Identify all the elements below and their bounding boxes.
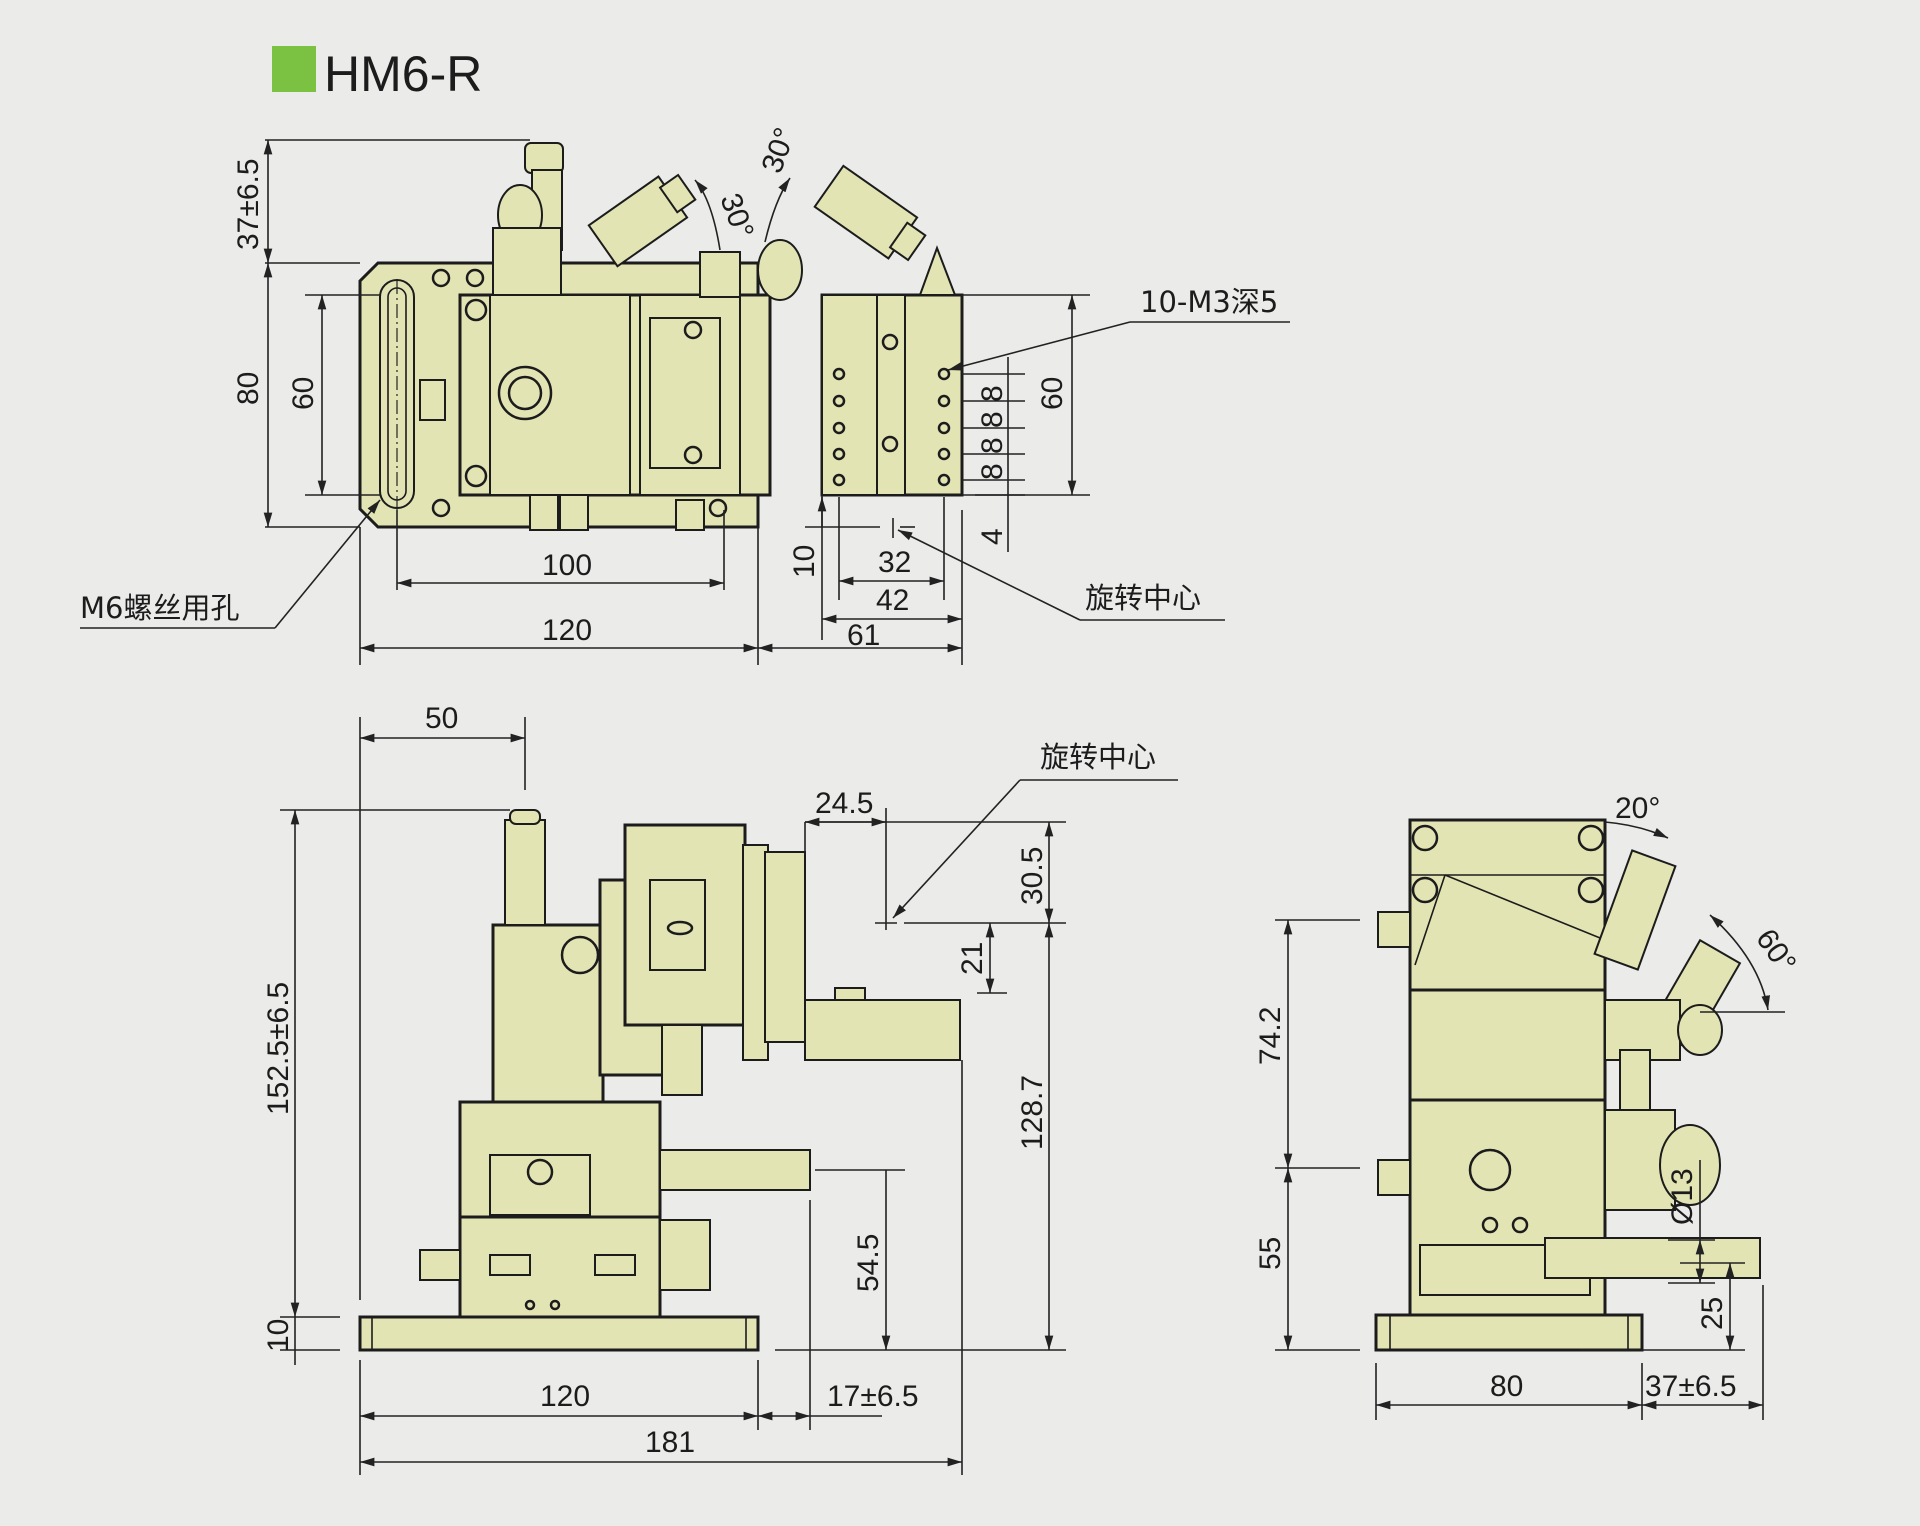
dim-tilt-angle: 20° — [1615, 792, 1660, 825]
dim-slot-spacing: 100 — [542, 549, 592, 582]
title-block: HM6-R — [272, 46, 482, 102]
dim-center-to-platform: 21 — [956, 942, 989, 975]
model-marker — [272, 46, 316, 92]
callout-mount-slot: M6螺丝用孔 — [80, 591, 239, 625]
dim-knob-height: 37±6.5 — [232, 158, 265, 250]
side-upper-stage — [1408, 988, 1607, 1102]
dim-lower-height: 55 — [1254, 1237, 1287, 1270]
dim-side-base-width: 80 — [1490, 1370, 1523, 1403]
dim-micrometer-diameter: Ø13 — [1666, 1168, 1699, 1225]
dim-side-micrometer-overhang: 37±6.5 — [1645, 1370, 1737, 1403]
dim-edge-offset: 4 — [976, 528, 1009, 545]
dim-base-thickness: 10 — [262, 1319, 295, 1352]
side-micrometer-tilted — [1593, 849, 1677, 971]
dim-center-height: 128.7 — [1016, 1075, 1049, 1150]
dim-micrometer-overhang: 17±6.5 — [827, 1380, 919, 1413]
callout-rotation-center-top: 旋转中心 — [1085, 581, 1201, 615]
side-tilt-block — [1408, 818, 1607, 992]
dim-pitch-3: 8 — [976, 437, 1009, 454]
dim-plate-height: 80 — [232, 372, 265, 405]
top-view: 37±6.5 80 60 100 120 60 8 8 8 8 4 10 32 … — [80, 123, 1290, 665]
dim-pitch-1: 8 — [976, 385, 1009, 402]
callout-rotation-center-front: 旋转中心 — [1040, 740, 1156, 774]
side-base — [1374, 1313, 1644, 1352]
dim-base-width: 120 — [540, 1380, 590, 1413]
side-view: 20° 60° 74.2 55 Ø13 25 80 37±6.5 — [1254, 792, 1802, 1420]
dim-knob-offset: 50 — [425, 702, 458, 735]
top-knob — [524, 142, 564, 174]
dim-micrometer-axis-height: 25 — [1696, 1297, 1729, 1330]
dim-upper-height: 74.2 — [1254, 1007, 1287, 1065]
front-view: 50 152.5±6.5 10 24.5 30.5 21 128.7 54.5 … — [262, 702, 1178, 1475]
tapped-hole-rows — [832, 367, 951, 487]
dim-angle-left: 30° — [713, 189, 760, 243]
dim-slot-length: 60 — [287, 377, 320, 410]
dim-right-height: 60 — [1036, 377, 1069, 410]
dim-pitch-4: 8 — [976, 463, 1009, 480]
micrometer-front — [659, 1149, 811, 1191]
dim-center-offset-y: 10 — [788, 545, 821, 578]
dim-hole-span-32: 32 — [878, 546, 911, 579]
dim-center-to-top: 30.5 — [1016, 847, 1049, 905]
dim-micrometer-height: 54.5 — [852, 1234, 885, 1292]
dim-hole-span-42: 42 — [876, 584, 909, 617]
dim-center-x-offset: 24.5 — [815, 787, 873, 820]
front-base — [358, 1315, 760, 1352]
dim-micrometer-angle: 60° — [1749, 923, 1802, 979]
dim-total-height: 152.5±6.5 — [262, 982, 295, 1115]
dim-plate-width: 120 — [542, 614, 592, 647]
dim-angle-right: 30° — [756, 123, 803, 177]
side-micrometer — [1544, 1237, 1761, 1279]
dim-pitch-2: 8 — [976, 411, 1009, 428]
dim-overall-width: 181 — [645, 1426, 695, 1459]
platform — [804, 999, 961, 1061]
model-title: HM6-R — [324, 46, 482, 102]
callout-tapped-holes: 10-M3深5 — [1140, 285, 1278, 319]
dim-stage-width-61: 61 — [847, 619, 880, 652]
